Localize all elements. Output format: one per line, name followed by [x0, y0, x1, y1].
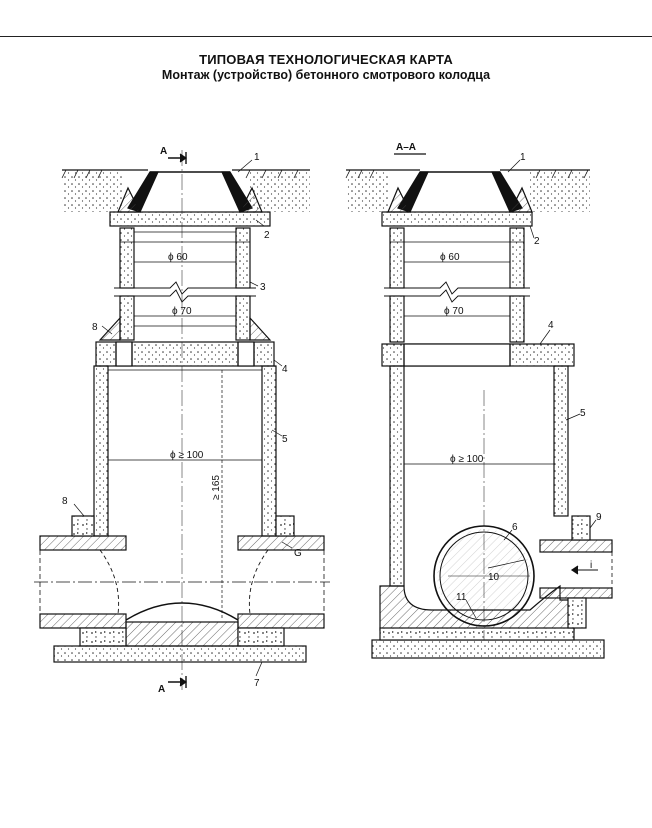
- top-rule: [0, 36, 652, 37]
- flow-mark: i: [590, 560, 592, 571]
- base-slab: [53, 645, 307, 663]
- pipe-right-top: [237, 535, 325, 551]
- support-ring: [109, 211, 271, 227]
- pipe-left-top: [39, 535, 127, 551]
- right-view: [345, 159, 613, 659]
- left-labels: А А ϕ 60 ϕ 70 ϕ ≥ 100 ≥ 165 1 2 3 8 4 5 …: [62, 146, 302, 695]
- pipe-left-bottom: [39, 613, 127, 629]
- neck-wall-right: [235, 227, 251, 289]
- dim-neck: ϕ 70: [172, 306, 192, 317]
- neck-lower-left: [119, 295, 135, 341]
- chamber-wall-right: [261, 365, 277, 537]
- dim-chamber: ϕ ≥ 100: [170, 450, 204, 461]
- dim-neck-right: ϕ 70: [444, 306, 464, 317]
- neck-lower-right: [235, 295, 251, 341]
- break-line: [114, 281, 256, 295]
- page-subtitle: Монтаж (устройство) бетонного смотрового…: [161, 68, 491, 82]
- soil-right: [250, 172, 310, 212]
- callout-3: 3: [260, 282, 266, 293]
- left-view: [34, 150, 330, 690]
- collar-right: [275, 515, 295, 537]
- callout-1-right: 1: [520, 152, 526, 163]
- callout-2-right: 2: [534, 236, 540, 247]
- section-mark-bottom: А: [158, 684, 165, 695]
- callout-11-right: 11: [456, 592, 467, 603]
- dim-ring-top: ϕ 60: [168, 252, 188, 263]
- neck-wall-left: [119, 227, 135, 289]
- soil-left: [62, 172, 122, 212]
- section-title: А–А: [396, 142, 416, 153]
- callout-4: 4: [282, 364, 288, 375]
- callout-6: G: [294, 548, 302, 559]
- chamber-wall-left: [93, 365, 109, 537]
- callout-9-right: 9: [596, 512, 602, 523]
- callout-10-right: 10: [488, 572, 500, 583]
- section-mark-top: А: [160, 146, 167, 157]
- callout-4-right: 4: [548, 320, 554, 331]
- callout-8-top: 8: [92, 322, 98, 333]
- collar-left: [71, 515, 95, 537]
- callout-1: 1: [254, 152, 260, 163]
- callout-5-right: 5: [580, 408, 586, 419]
- page-title: ТИПОВАЯ ТЕХНОЛОГИЧЕСКАЯ КАРТА: [199, 52, 453, 67]
- right-labels: А–А ϕ 60 ϕ 70 ϕ ≥ 100 i 1 2 4 5 6 9 10 1…: [394, 142, 602, 603]
- callout-2: 2: [264, 230, 270, 241]
- callout-8-bottom: 8: [62, 496, 68, 507]
- dim-height: ≥ 165: [211, 475, 222, 500]
- pipe-right-bottom: [237, 613, 325, 629]
- tray-section: [379, 584, 575, 631]
- base-block-right: [237, 627, 285, 647]
- callout-7: 7: [254, 678, 260, 689]
- callout-6-right: 6: [512, 522, 518, 533]
- dim-ring-top-right: ϕ 60: [440, 252, 460, 263]
- callout-5: 5: [282, 434, 288, 445]
- base-block-left: [79, 627, 127, 647]
- dim-chamber-right: ϕ ≥ 100: [450, 454, 484, 465]
